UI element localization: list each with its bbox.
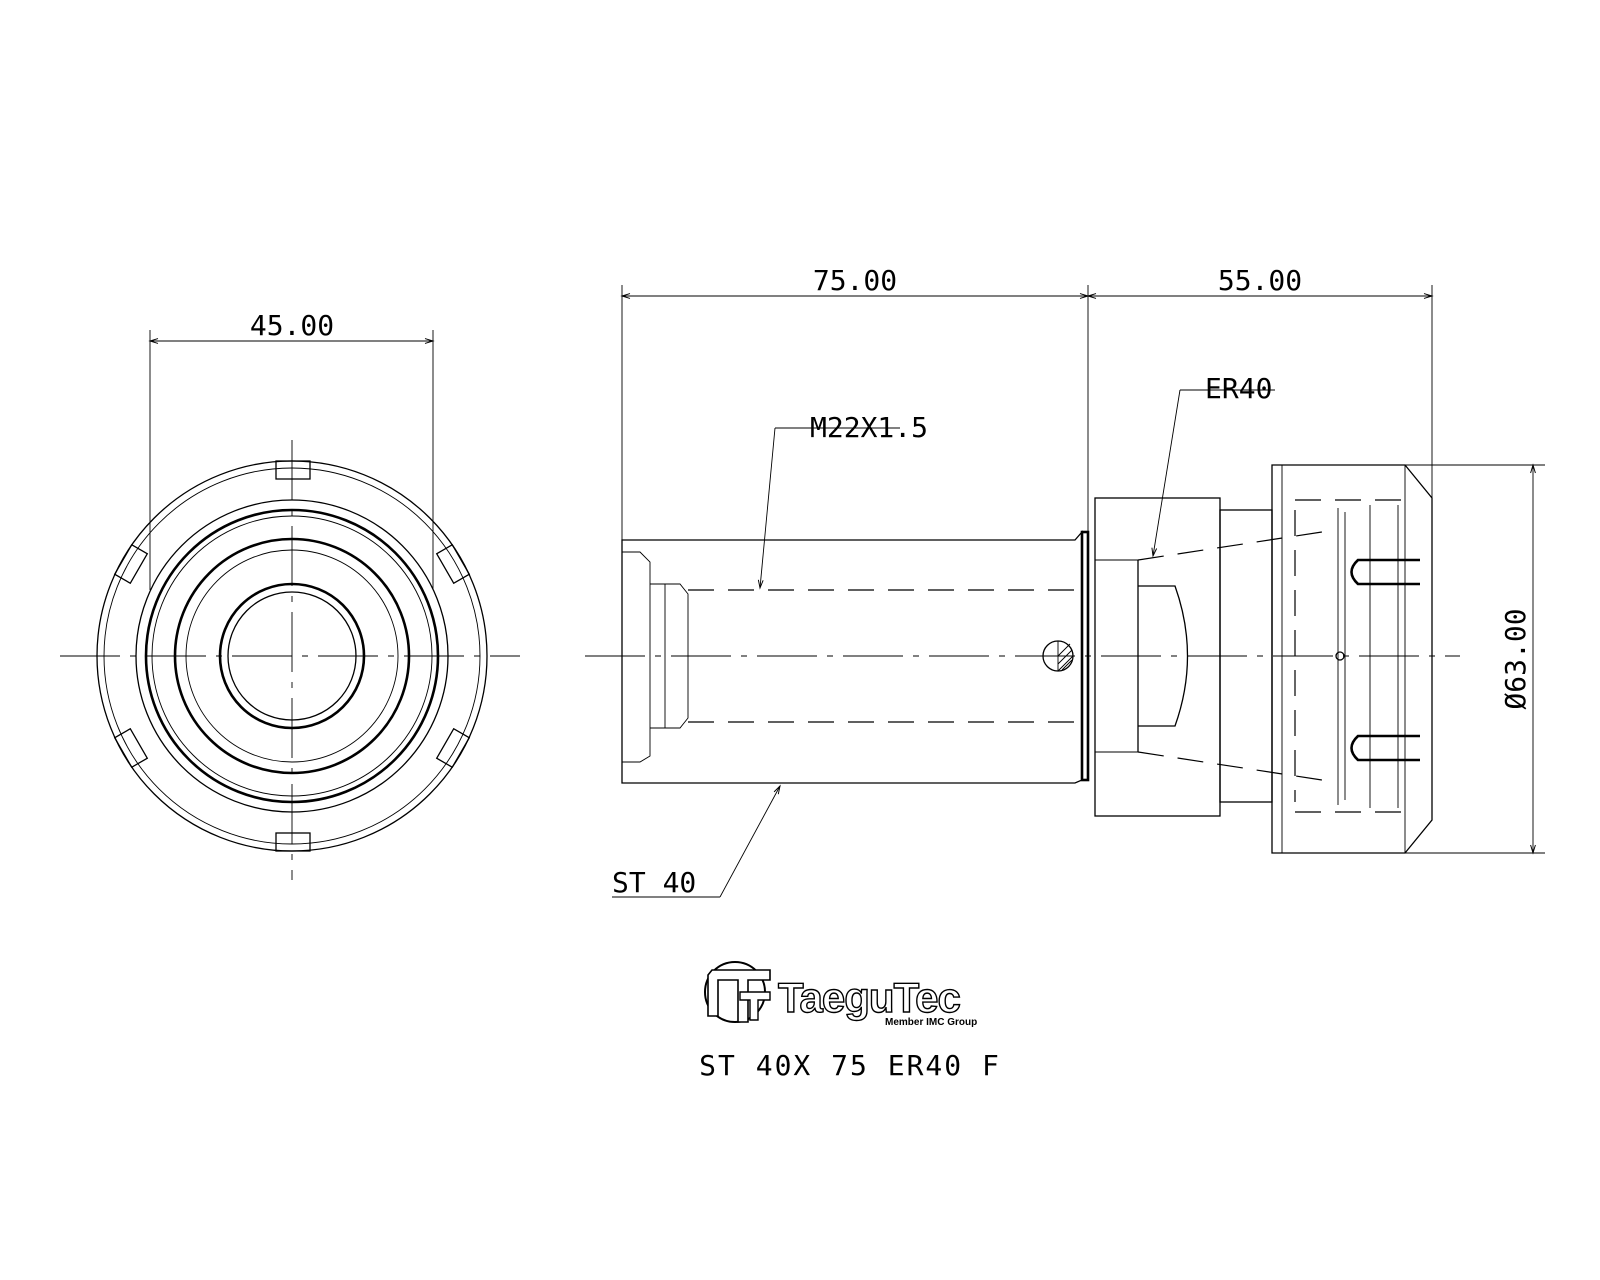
wrench-slot-upper-right (435, 543, 471, 585)
brand-logo: TaeguTec Member IMC Group (704, 961, 977, 1028)
flange-body (1094, 497, 1221, 817)
nut-chamfer-circle (103, 467, 481, 845)
wrench-slot-lower-left (113, 727, 149, 769)
shank-end-recess (650, 583, 689, 729)
collet-leader (1151, 389, 1181, 558)
wrench-slot-lower-right (435, 727, 471, 769)
part-number: ST 40X 75 ER40 F (699, 1049, 1001, 1082)
side-view: 75.00 55.00 Ø63.00 M22X1.5 ER40 ST 40 (585, 264, 1545, 899)
head-length-label: 55.00 (1218, 264, 1302, 297)
cross-hole-hatch (1057, 643, 1074, 672)
nut-locator-dot (1335, 651, 1345, 661)
nut-slot-bottom (1350, 734, 1420, 762)
collet-inner-circle (185, 549, 399, 763)
shank-end-chamfer (622, 551, 651, 763)
shank-length-label: 75.00 (813, 264, 897, 297)
collet-pocket (1138, 585, 1189, 727)
front-view: 45.00 (60, 309, 520, 880)
logo-mark-icon (707, 969, 771, 1023)
collet-cone-hidden-bottom (1137, 751, 1336, 783)
shank-callout-label: ST 40 (612, 866, 696, 899)
shank-body (621, 530, 1083, 784)
wrench-slot-upper-left (113, 543, 149, 585)
bore-outer-circle (218, 582, 366, 730)
nut-bore-circle (144, 508, 440, 804)
collet-outer-circle (151, 515, 433, 797)
diameter-label: Ø63.00 (1499, 608, 1532, 709)
nut-face-circle (135, 499, 449, 813)
logo-mark-inner-icon (739, 991, 771, 1021)
wrench-slot-top (275, 460, 311, 480)
thread-callout-label: M22X1.5 (810, 411, 928, 444)
brand-name: TaeguTec (778, 974, 960, 1021)
thread-leader (757, 427, 776, 590)
brand-tagline: Member IMC Group (885, 1017, 977, 1028)
front-width-label: 45.00 (250, 309, 334, 342)
wrench-slots (113, 460, 471, 852)
nut-body (1271, 464, 1433, 854)
nut-slot-top (1350, 558, 1420, 586)
wrench-slot-bottom (275, 832, 311, 852)
collet-face-circle (173, 537, 411, 775)
shank-groove (1080, 530, 1090, 782)
collet-callout-label: ER40 (1205, 372, 1272, 405)
collet-cone-hidden-top (1137, 529, 1336, 561)
shank-leader (719, 784, 781, 898)
bore-inner-circle (227, 591, 357, 721)
